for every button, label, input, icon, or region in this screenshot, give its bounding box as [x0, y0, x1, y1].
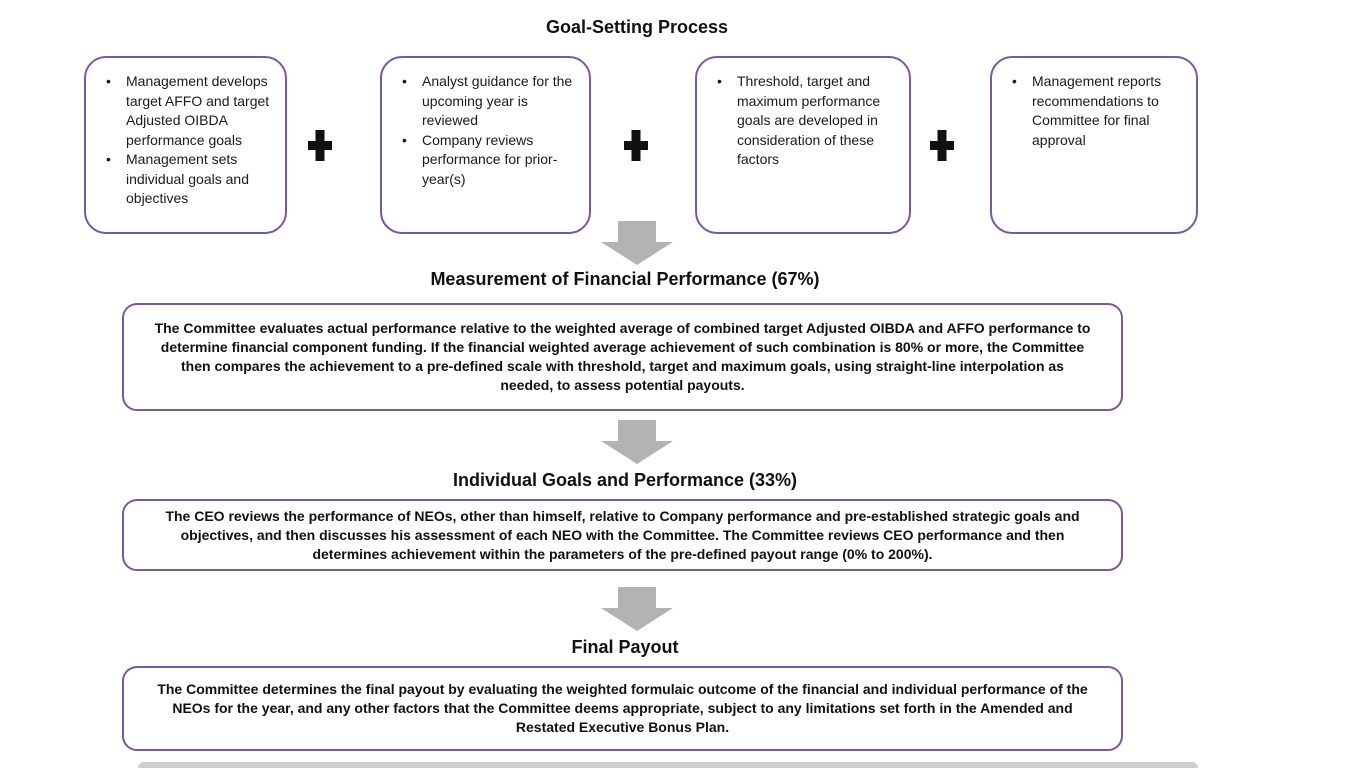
section-body-text: The CEO reviews the performance of NEOs,…: [165, 507, 1080, 562]
plus-icon: [930, 130, 954, 161]
process-box-analyst-guidance: Analyst guidance for the upcoming year i…: [380, 56, 591, 234]
bullet-list: Management reports recommendations to Co…: [1006, 72, 1188, 150]
diagram-title: Goal-Setting Process: [545, 17, 729, 37]
bullet-item: Management develops target AFFO and targ…: [100, 72, 277, 150]
down-arrow-icon: [601, 587, 673, 631]
process-box-management-reports: Management reports recommendations to Co…: [990, 56, 1198, 234]
bullet-item: Management sets individual goals and obj…: [100, 150, 277, 209]
down-arrow-icon: [601, 420, 673, 464]
section-body-text: The Committee determines the final payou…: [157, 681, 1088, 735]
down-arrow-icon: [601, 221, 673, 265]
bullet-item: Company reviews performance for prior-ye…: [396, 131, 581, 190]
plus-icon: [308, 130, 332, 161]
bullet-item: Analyst guidance for the upcoming year i…: [396, 72, 581, 131]
section-box-final-payout: The Committee determines the final payou…: [122, 666, 1123, 751]
bullet-item: Threshold, target and maximum performanc…: [711, 72, 901, 170]
section-heading-financial-performance: Measurement of Financial Performance (67…: [430, 269, 820, 289]
process-box-threshold-goals: Threshold, target and maximum performanc…: [695, 56, 911, 234]
process-box-management-goals: Management develops target AFFO and targ…: [84, 56, 287, 234]
section-box-financial-performance: The Committee evaluates actual performan…: [122, 303, 1123, 411]
section-heading-individual-goals: Individual Goals and Performance (33%): [452, 470, 798, 490]
bottom-edge-divider: [138, 762, 1198, 768]
section-box-individual-goals: The CEO reviews the performance of NEOs,…: [122, 499, 1123, 571]
bullet-item: Management reports recommendations to Co…: [1006, 72, 1188, 150]
plus-icon: [624, 130, 648, 161]
section-heading-final-payout: Final Payout: [571, 637, 679, 657]
section-body-text: The Committee evaluates actual performan…: [154, 320, 1091, 393]
bullet-list: Management develops target AFFO and targ…: [100, 72, 277, 209]
bullet-list: Threshold, target and maximum performanc…: [711, 72, 901, 170]
bullet-list: Analyst guidance for the upcoming year i…: [396, 72, 581, 189]
